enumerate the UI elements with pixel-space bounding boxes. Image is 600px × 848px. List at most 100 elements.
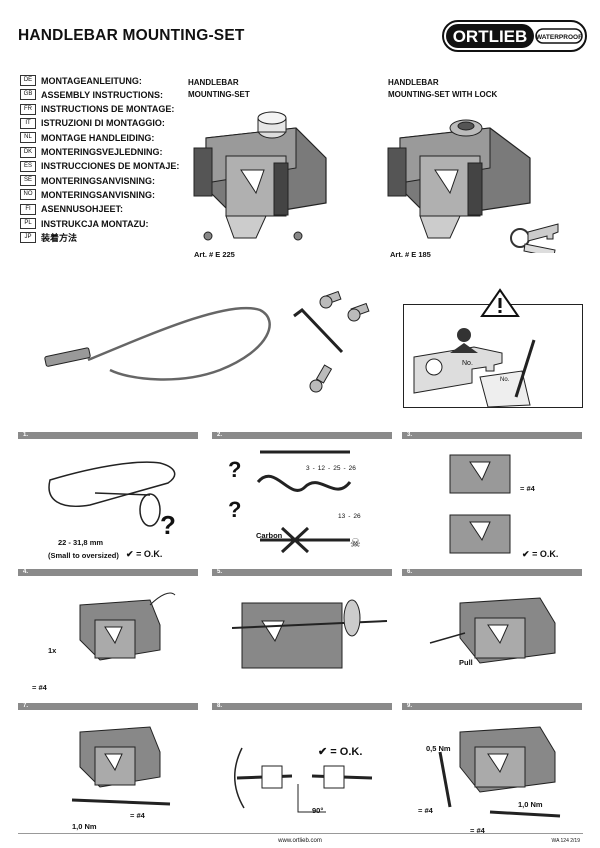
step-4-tool: = #4 (32, 683, 47, 692)
language-label: INSTRUKCJA MONTAZU: (41, 218, 149, 229)
step-number: 9. (407, 703, 413, 709)
language-code: SE (20, 175, 36, 187)
language-row: FR INSTRUCTIONS DE MONTAGE: (20, 103, 174, 116)
question-icon-2a: ? (228, 457, 242, 482)
step-6-header: 6. (402, 569, 582, 576)
step-9-illustration (438, 726, 561, 818)
language-label: MONTAGE HANDLEIDING: (41, 132, 155, 143)
step-3-tool: = #4 (520, 484, 535, 493)
language-code: FI (20, 203, 36, 215)
range-a-2: 25 (333, 465, 341, 472)
product-1-line2: MOUNTING-SET (188, 90, 250, 99)
step-7-torque: 1,0 Nm (72, 822, 97, 831)
range-a-0: 3 (306, 465, 310, 472)
language-row: NL MONTAGE HANDLEIDING: (20, 131, 154, 144)
check-icon-8: ✔ (318, 746, 328, 758)
language-label: INSTRUCCIONES DE MONTAJE: (41, 161, 180, 172)
step-1-header: 1. (18, 432, 198, 439)
step-9-header: 9. (402, 703, 582, 710)
step-9-tool-a: = #4 (418, 806, 433, 815)
step-9-tool-b: = #4 (470, 826, 485, 835)
step-number: 8. (217, 703, 223, 709)
brand-tag: WATERPROOF (536, 34, 582, 41)
step-8-header: 8. (212, 703, 392, 710)
warning-icon (480, 288, 520, 317)
step-3-illustration (449, 454, 511, 554)
range-b-0: 13 (338, 513, 346, 520)
step-2-illustration (256, 450, 352, 554)
product-1-art: Art. # E 225 (194, 250, 235, 259)
step-3-header: 3. (402, 432, 582, 439)
language-label: 装着方法 (41, 233, 78, 244)
language-row: ES INSTRUCCIONES DE MONTAJE: (20, 160, 179, 173)
footer-divider (18, 833, 583, 834)
step-8-angle: 90° (312, 806, 324, 815)
language-label: MONTERINGSANVISNING: (41, 175, 156, 186)
language-label: ASENNUSOHJEET: (41, 204, 124, 215)
step-8-illustration (234, 747, 373, 813)
step-9-torque-b: 1,0 Nm (518, 800, 543, 809)
step-1-note: (Small to oversized) (48, 551, 119, 560)
lock-key-warning-illustration (413, 328, 536, 408)
step-number: 1. (23, 432, 29, 438)
step-number: 2. (217, 432, 223, 438)
step-4-illustration (79, 592, 176, 661)
question-icon-2b: ? (228, 497, 242, 522)
ortlieb-logo: ORTLIEB WATERPROOF (442, 20, 587, 52)
step-number: 6. (407, 569, 413, 575)
language-label: INSTRUCTIONS DE MONTAGE: (41, 104, 175, 115)
language-row: FI ASENNUSOHJEET: (20, 203, 123, 216)
footer-code: WA 124 2/19 (551, 838, 580, 844)
step-4-header: 4. (18, 569, 198, 576)
language-code: DK (20, 146, 36, 158)
language-code: NO (20, 189, 36, 201)
step-number: 7. (23, 703, 29, 709)
question-icon: ? (160, 510, 176, 540)
language-row: NO MONTERINGSANVISNING: (20, 188, 155, 201)
step-2-header: 2. (212, 432, 392, 439)
product-1-line1: HANDLEBAR (188, 78, 239, 87)
language-code: JP (20, 232, 36, 244)
step-7-header: 7. (18, 703, 198, 710)
step-number: 4. (23, 569, 29, 575)
page-title: HANDLEBAR MOUNTING-SET (18, 27, 245, 44)
step-3-ok: ✔ = O.K. (522, 549, 559, 559)
step-5-header: 5. (212, 569, 392, 576)
language-label: MONTERINGSANVISNING: (41, 189, 156, 200)
mounting-set-illustration (193, 111, 327, 241)
language-row: DE MONTAGEANLEITUNG: (20, 74, 142, 87)
card-label: No. (500, 377, 510, 383)
language-code: FR (20, 103, 36, 115)
warning-box: No. No. (403, 304, 583, 408)
footer-url: www.ortlieb.com (278, 838, 322, 844)
range-a-3: 26 (348, 465, 356, 472)
bolts-wrench-illustration (293, 290, 370, 393)
language-code: NL (20, 132, 36, 144)
step-2-carbon: Carbon (256, 531, 283, 540)
product-2-art: Art. # E 185 (390, 250, 431, 259)
product-2-label: HANDLEBAR MOUNTING-SET WITH LOCK (388, 77, 497, 101)
language-code: ES (20, 160, 36, 172)
step-6-action: Pull (459, 658, 473, 667)
step-9-torque-a: 0,5 Nm (426, 744, 451, 753)
step-4-turn: 1x (48, 646, 57, 655)
step-5-illustration (232, 599, 388, 669)
range-a-1: 12 (317, 465, 326, 472)
language-code: DE (20, 75, 36, 86)
language-label: MONTERINGSVEJLEDNING: (41, 147, 163, 157)
language-label: ISTRUZIONI DI MONTAGGIO: (41, 118, 165, 129)
product-2-line1: HANDLEBAR (388, 78, 439, 87)
language-row: DK MONTERINGSVEJLEDNING: (20, 146, 163, 159)
key-label: No. (462, 360, 473, 367)
step-number: 5. (217, 569, 223, 575)
check-icon: ✔ (126, 549, 134, 559)
step-1-ok: ✔ = O.K. (126, 549, 163, 559)
check-icon-3: ✔ (522, 549, 530, 559)
language-code: GB (20, 89, 36, 101)
step-7-illustration (71, 726, 171, 806)
language-label: MONTAGEANLEITUNG: (41, 75, 142, 86)
step-7-tool: = #4 (130, 811, 145, 820)
